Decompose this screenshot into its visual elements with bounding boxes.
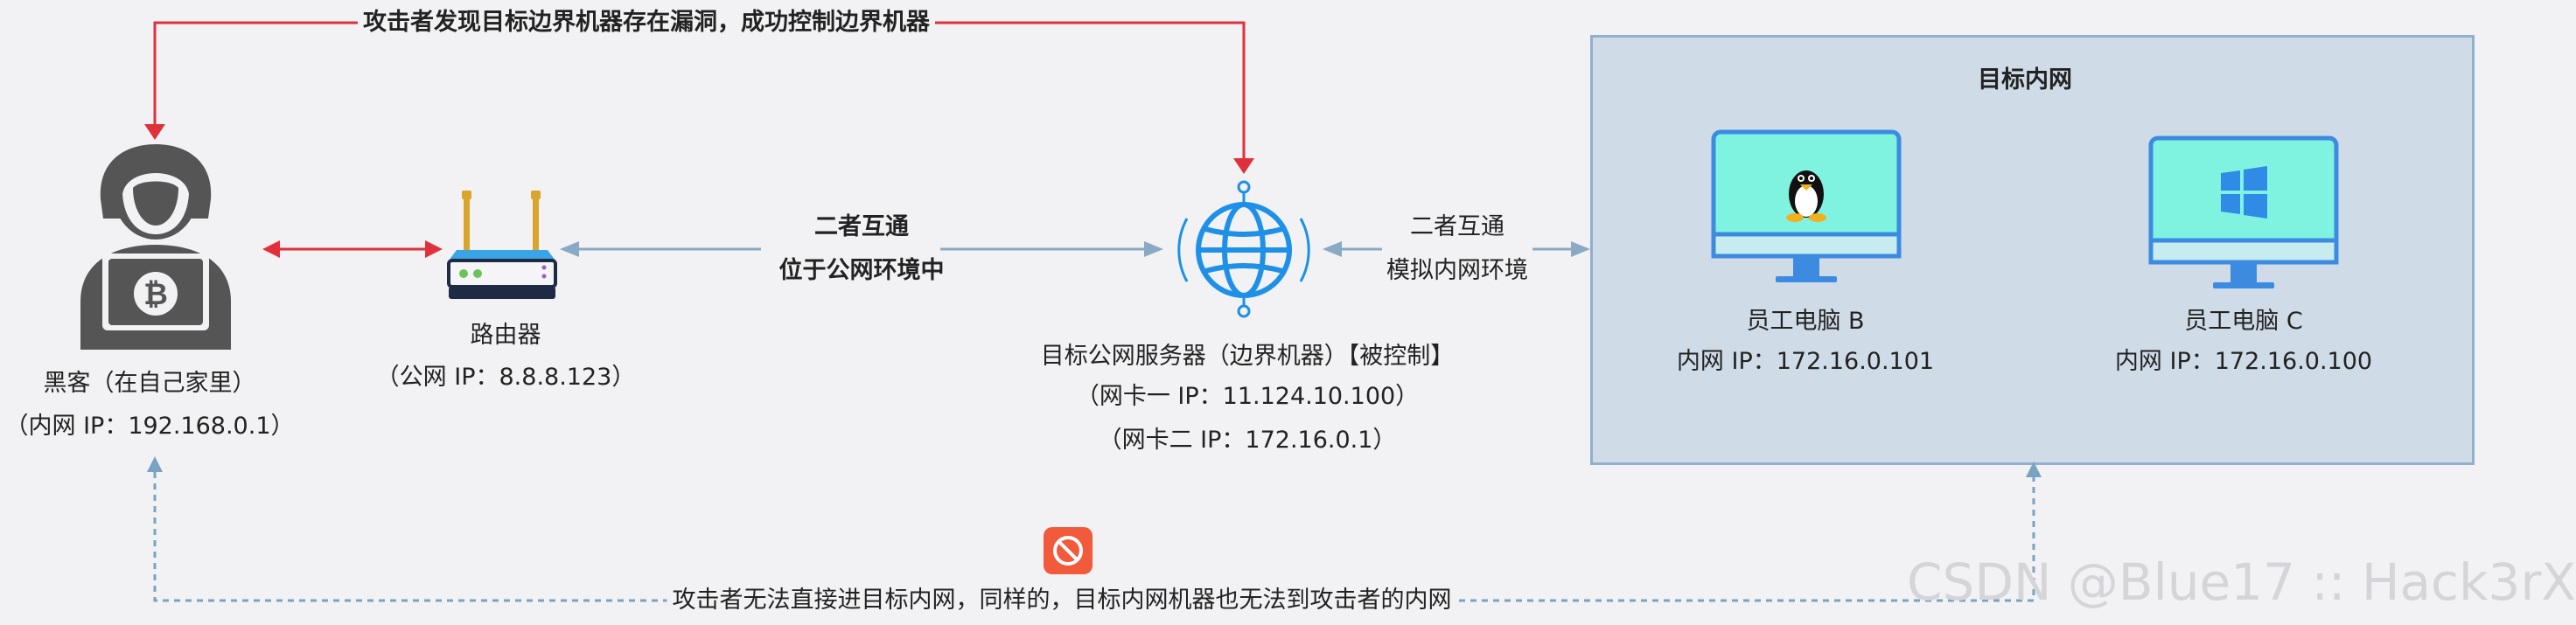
- globe-icon: [1177, 180, 1310, 318]
- control-arrow: [144, 21, 1254, 174]
- router-name: 路由器: [470, 322, 541, 349]
- block-icon: [1044, 527, 1093, 574]
- pc-b-ip: 内网 IP：172.16.0.101: [1676, 348, 1935, 375]
- top-note: 攻击者发现目标边界机器存在漏洞，成功控制边界机器: [358, 9, 935, 37]
- server-intranet-arrow: [1323, 241, 1590, 257]
- bitcoin-icon: ₿: [134, 272, 178, 316]
- server-name: 目标公网服务器（边界机器）【被控制】: [1040, 343, 1455, 370]
- public-link-line2: 位于公网环境中: [778, 257, 945, 284]
- watermark: CSDN @Blue17 :: Hack3rX: [1907, 552, 2576, 612]
- hacker-name: 黑客（在自己家里）: [43, 370, 256, 397]
- hacker-ip: （内网 IP：192.168.0.1）: [4, 413, 295, 440]
- server-nic1: （网卡一 IP：11.124.10.100）: [1075, 383, 1420, 410]
- network-diagram: ₿: [4, 9, 2576, 615]
- intranet-title: 目标内网: [1978, 66, 2072, 94]
- pc-c-name: 员工电脑 C: [2184, 308, 2303, 335]
- pc-b-name: 员工电脑 B: [1746, 308, 1865, 335]
- bottom-note: 攻击者无法直接进目标内网，同样的，目标内网机器也无法到攻击者的内网: [667, 587, 1457, 615]
- router-server-arrow: [560, 241, 1163, 257]
- linux-tux-icon: [1786, 170, 1826, 222]
- pc-c-ip: 内网 IP：172.16.0.100: [2114, 348, 2373, 375]
- diagram-graphics: ₿: [80, 21, 2339, 602]
- svg-text:₿: ₿: [143, 277, 168, 312]
- server-nic2: （网卡二 IP：172.16.0.1）: [1098, 427, 1397, 454]
- blocked-path-arrow: [147, 456, 2042, 602]
- public-link-line1: 二者互通: [814, 213, 909, 240]
- hacker-router-arrow: [262, 240, 443, 258]
- lan-link-line2: 模拟内网环境: [1386, 257, 1528, 284]
- router-ip: （公网 IP：8.8.8.123）: [375, 364, 636, 391]
- hacker-icon: [80, 144, 231, 350]
- lan-link-line1: 二者互通: [1410, 213, 1504, 240]
- router-icon: [447, 191, 557, 299]
- windows-logo-icon: [2221, 166, 2267, 219]
